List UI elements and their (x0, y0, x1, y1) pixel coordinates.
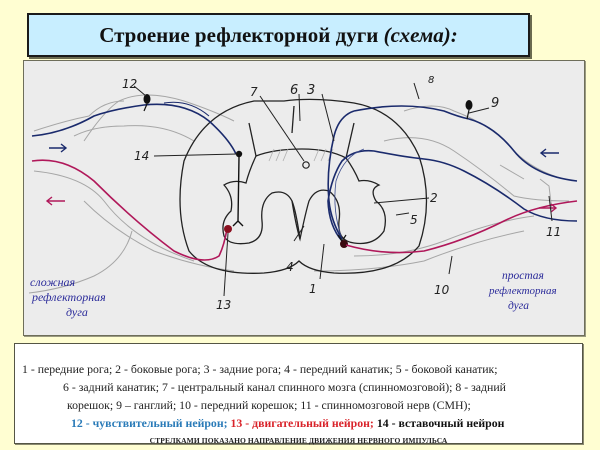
interneuron-axon (232, 156, 244, 227)
label-13: 13 (216, 298, 231, 312)
label-5: 5 (410, 213, 418, 227)
central-canal (302, 161, 310, 169)
sensory-fiber-left-branch (163, 101, 210, 117)
handwritten-note-simple-arc: простая рефлекторная дуга (488, 270, 557, 312)
title-main: Строение рефлекторной дуги (99, 22, 379, 47)
sensory-neuron-body-12 (143, 94, 151, 104)
label-4: 4 (286, 260, 294, 274)
leader-lines (133, 82, 553, 297)
label-11: 11 (546, 225, 561, 239)
label-14: 14 (134, 149, 149, 163)
svg-text:дуга: дуга (66, 305, 88, 319)
label-1: 1 (309, 282, 317, 296)
label-12: 12 (122, 77, 137, 91)
diagram-drawing: 12 14 7 6 3 8 9 2 5 4 1 13 10 11 сложная… (28, 75, 578, 319)
svg-text:дуга: дуга (508, 300, 529, 312)
label-2: 2 (430, 191, 438, 205)
motor-fiber-left (31, 159, 228, 261)
sensory-fiber-left (31, 103, 237, 155)
legend-panel: 1 - передние рога; 2 - боковые рога; 3 -… (14, 343, 583, 445)
legend-line-3: корешок; 9 – ганглий; 10 - передний коре… (67, 398, 471, 412)
label-10: 10 (434, 283, 450, 297)
label-8: 8 (428, 75, 434, 86)
title-banner: Строение рефлекторной дуги (схема): (27, 13, 530, 57)
legend-line-2: 6 - задний канатик; 7 - центральный кана… (63, 380, 506, 394)
reflex-arc-diagram: 12 14 7 6 3 8 9 2 5 4 1 13 10 11 сложная… (23, 60, 585, 336)
motor-neuron-body-right (340, 240, 348, 248)
nerve-sheaths (28, 94, 570, 294)
arrow-right-icon (539, 203, 558, 213)
label-6: 6 (290, 83, 298, 98)
ganglion-neuron-body (465, 100, 473, 110)
legend-line-4: 12 - чувствительный нейрон; 13 - двигате… (71, 416, 504, 430)
arrow-left-icon (45, 196, 65, 206)
arrow-left-icon (539, 148, 559, 158)
svg-text:рефлекторная: рефлекторная (488, 285, 557, 297)
handwritten-note-complex-arc: сложная рефлекторная дуга (30, 275, 106, 319)
svg-text:сложная: сложная (30, 275, 76, 289)
svg-text:простая: простая (502, 270, 544, 282)
page-title: Строение рефлекторной дуги (схема): (99, 23, 458, 48)
arrow-right-icon (49, 143, 68, 153)
legend-motor-neuron: 13 - двигательный нейрон; (230, 416, 374, 430)
title-italic: (схема): (383, 22, 458, 47)
spinal-cord-outline (179, 98, 428, 274)
label-7: 7 (250, 85, 258, 99)
svg-text:рефлекторная: рефлекторная (31, 290, 106, 304)
legend-interneuron: 14 - вставочный нейрон (376, 416, 505, 430)
label-9: 9 (491, 96, 499, 111)
impulse-arrows (45, 143, 559, 213)
motor-fiber-right (345, 200, 578, 254)
motor-neuron-body-13 (224, 225, 232, 233)
legend-line-1: 1 - передние рога; 2 - боковые рога; 3 -… (22, 362, 498, 376)
sensory-fiber-right (327, 149, 578, 242)
interneuron-body-14 (235, 150, 243, 158)
label-3: 3 (307, 83, 315, 98)
legend-sensory-neuron: 12 - чувствительный нейрон; (71, 416, 228, 430)
legend-footer-note: СТРЕЛКАМИ ПОКАЗАНО НАПРАВЛЕНИЕ ДВИЖЕНИЯ … (149, 436, 448, 445)
